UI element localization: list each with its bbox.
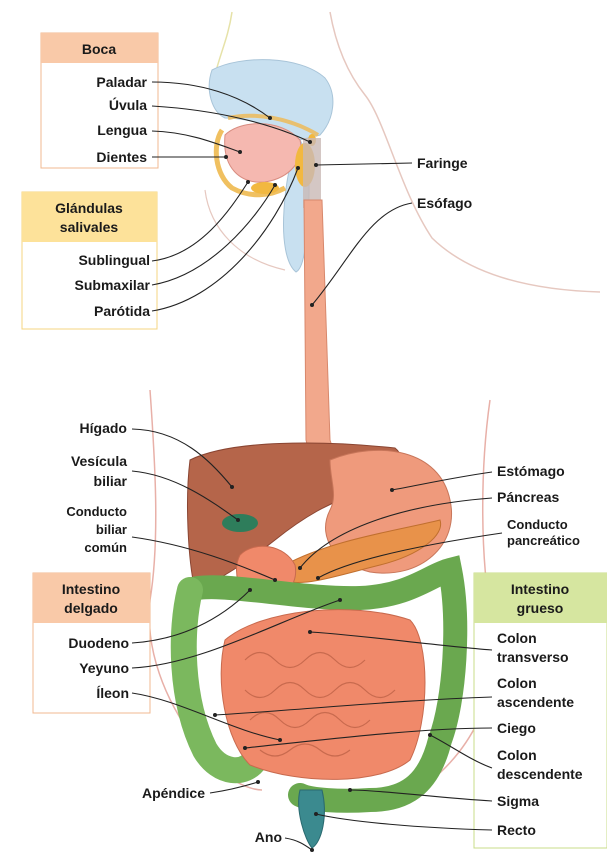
glandulas-header-line2: salivales	[60, 219, 119, 235]
intestino-grueso-box: Intestino grueso	[474, 573, 607, 848]
label-esofago: Esófago	[417, 195, 472, 211]
rectum	[299, 790, 325, 848]
label-sigma: Sigma	[497, 793, 539, 809]
label-vesicula-2: biliar	[94, 473, 128, 489]
glandulas-header-line1: Glándulas	[55, 200, 123, 216]
label-faringe: Faringe	[417, 155, 468, 171]
intestino-delgado-header-line1: Intestino	[62, 581, 120, 597]
label-conducto-biliar-1: Conducto	[66, 504, 127, 519]
label-colon-transverso-2: transverso	[497, 649, 569, 665]
intestino-grueso-header-line1: Intestino	[511, 581, 569, 597]
label-estomago: Estómago	[497, 463, 565, 479]
label-paladar: Paladar	[96, 74, 147, 90]
gallbladder	[222, 514, 258, 532]
boca-header: Boca	[82, 41, 116, 57]
label-ciego: Ciego	[497, 720, 536, 736]
label-conducto-biliar-2: biliar	[96, 522, 127, 537]
label-colon-transverso-1: Colon	[497, 630, 537, 646]
label-sublingual: Sublingual	[78, 252, 150, 268]
label-recto: Recto	[497, 822, 536, 838]
label-yeyuno: Yeyuno	[79, 660, 129, 676]
pharynx-column	[303, 138, 321, 208]
label-colon-ascendente-2: ascendente	[497, 694, 574, 710]
label-uvula: Úvula	[109, 96, 147, 113]
label-higado: Hígado	[80, 420, 127, 436]
label-ileon: Íleon	[96, 685, 129, 701]
label-colon-descendente-2: descendente	[497, 766, 583, 782]
label-lengua: Lengua	[97, 122, 147, 138]
esophagus	[304, 200, 340, 470]
label-colon-ascendente-1: Colon	[497, 675, 537, 691]
label-pancreas: Páncreas	[497, 489, 559, 505]
label-conducto-pancreatico-2: pancreático	[507, 533, 580, 548]
label-vesicula-1: Vesícula	[71, 453, 127, 469]
label-parotida: Parótida	[94, 303, 150, 319]
label-apendice: Apéndice	[142, 785, 205, 801]
intestino-grueso-header-line2: grueso	[517, 600, 564, 616]
label-ano: Ano	[255, 829, 282, 845]
label-conducto-biliar-3: común	[84, 540, 127, 555]
label-submaxilar: Submaxilar	[75, 277, 151, 293]
label-conducto-pancreatico-1: Conducto	[507, 517, 568, 532]
intestino-delgado-header-line2: delgado	[64, 600, 118, 616]
label-colon-descendente-1: Colon	[497, 747, 537, 763]
label-duodeno: Duodeno	[68, 635, 129, 651]
label-dientes: Dientes	[96, 149, 147, 165]
